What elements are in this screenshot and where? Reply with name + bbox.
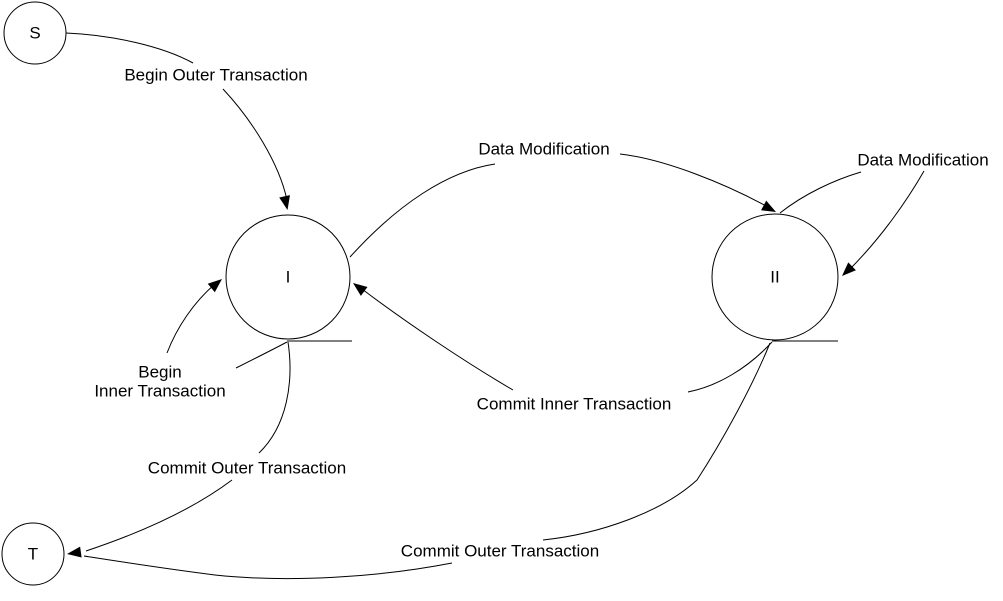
edge-commit-outer-transaction-ii-to-t-seg2 <box>83 555 453 580</box>
edge-label-commit-inner: Commit Inner Transaction <box>476 394 672 414</box>
edge-label-data-modification-left: Data Modification <box>478 139 610 159</box>
edge-commit-outer-transaction-ii-to-t-seg1 <box>542 342 771 541</box>
arrowhead-commit-inner-transaction <box>353 283 368 296</box>
node-letter-II: II <box>770 268 779 287</box>
edge-commit-inner-transaction-seg2 <box>361 288 514 391</box>
arrowhead-data-modification-ii-self-loop <box>842 262 856 276</box>
state-node-T <box>1 522 65 586</box>
state-node-S <box>3 1 67 65</box>
edge-begin-outer-transaction-seg1 <box>65 32 194 64</box>
edge-begin-inner-transaction-self-loop-seg2 <box>166 283 216 354</box>
edge-commit-outer-transaction-i-to-t-seg2 <box>85 479 233 552</box>
state-node-II <box>711 213 839 341</box>
edge-commit-inner-transaction-seg1 <box>687 341 773 393</box>
edge-data-modification-i-to-ii-seg1 <box>349 163 496 258</box>
state-node-I <box>225 214 351 340</box>
edge-label-begin-outer: Begin Outer Transaction <box>124 65 308 85</box>
edge-label-commit-outer-left: Commit Outer Transaction <box>147 458 347 478</box>
edge-label-data-modification-right: Data Modification <box>857 150 989 170</box>
arrowhead-begin-inner-transaction-self-loop <box>207 279 222 293</box>
edge-label-commit-outer-bottom: Commit Outer Transaction <box>400 541 600 561</box>
edge-data-modification-ii-self-loop-seg2 <box>848 170 925 271</box>
edge-label-begin-inner-line1: Begin <box>138 362 182 382</box>
arrowhead-commit-outer-transaction-i-to-t <box>67 546 82 558</box>
arrowhead-begin-outer-transaction <box>279 195 290 210</box>
edge-data-modification-i-to-ii-seg2 <box>619 153 769 208</box>
node-letter-S: S <box>29 24 40 43</box>
node-letter-I: I <box>286 268 291 287</box>
edge-commit-outer-transaction-i-to-t-seg1 <box>258 341 291 454</box>
edge-begin-inner-transaction-self-loop-seg1 <box>235 341 288 369</box>
node-letter-T: T <box>28 545 38 564</box>
edge-data-modification-ii-self-loop-seg1 <box>779 171 862 214</box>
edge-begin-outer-transaction-seg2 <box>222 88 288 201</box>
edge-label-begin-inner-line2: Inner Transaction <box>94 381 226 400</box>
arrowhead-data-modification-i-to-ii <box>761 200 776 212</box>
